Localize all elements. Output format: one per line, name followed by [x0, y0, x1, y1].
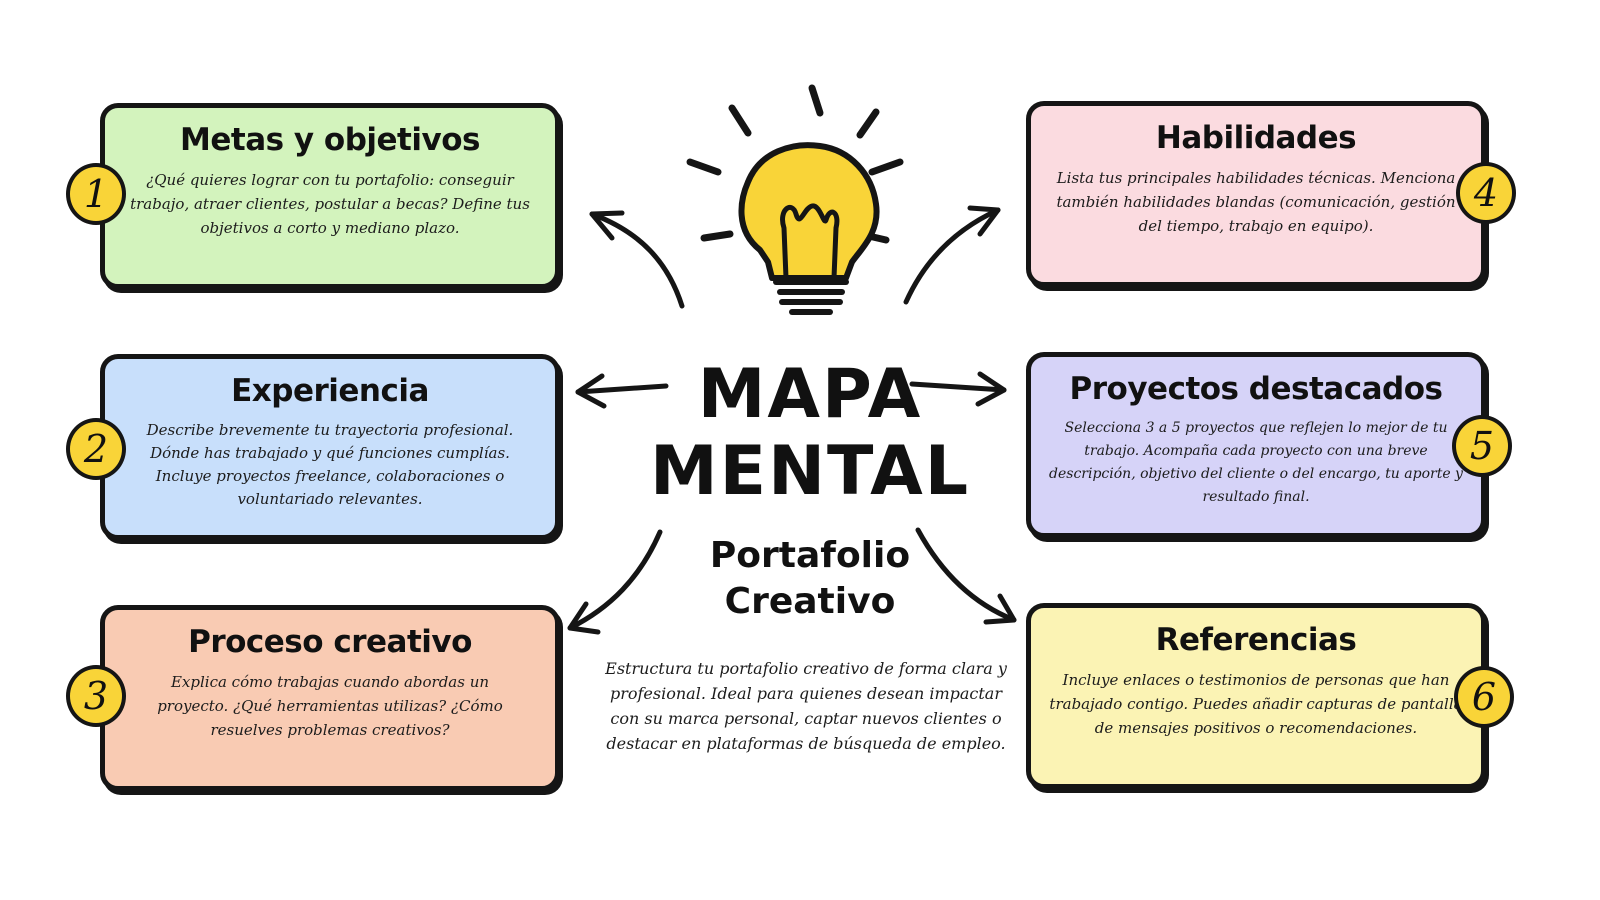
number-badge-1: 1 — [66, 163, 126, 225]
card-text: Describe brevemente tu trayectoria profe… — [146, 421, 514, 508]
number-badge-3: 3 — [66, 665, 126, 727]
card-metas-y-objetivos: Metas y objetivos ¿Qué quieres lograr co… — [100, 103, 560, 289]
subtitle-line-1: Portafolio — [709, 535, 911, 576]
number-badge-5: 5 — [1452, 415, 1512, 477]
card-title: Proceso creativo — [188, 624, 472, 660]
card-title: Habilidades — [1155, 120, 1357, 156]
card-text: Explica cómo trabajas cuando abordas un … — [157, 673, 503, 739]
number-badge-4: 4 — [1456, 162, 1516, 224]
card-title: Proyectos destacados — [1069, 371, 1443, 407]
card-experiencia: Experiencia Describe brevemente tu traye… — [100, 354, 560, 540]
card-proceso-creativo: Proceso creativo Explica cómo trabajas c… — [100, 605, 560, 791]
lightbulb-icon — [686, 84, 904, 315]
card-referencias: Referencias Incluye enlaces o testimonio… — [1026, 603, 1486, 789]
arrow-icon — [567, 205, 1017, 635]
card-title: Referencias — [1155, 622, 1357, 658]
card-text: Lista tus principales habilidades técnic… — [1056, 169, 1456, 235]
card-habilidades: Habilidades Lista tus principales habili… — [1026, 101, 1486, 287]
card-title: Metas y objetivos — [180, 122, 480, 158]
card-title: Experiencia — [231, 373, 429, 409]
card-text: ¿Qué quieres lograr con tu portafolio: c… — [130, 171, 530, 237]
subtitle-line-2: Creativo — [724, 581, 896, 622]
card-proyectos-destacados: Proyectos destacados Selecciona 3 a 5 pr… — [1026, 352, 1486, 538]
main-title-line-1: MAPA — [697, 355, 923, 434]
main-title-line-2: MENTAL — [649, 432, 971, 511]
number-badge-6: 6 — [1454, 666, 1514, 728]
center-description: Estructura tu portafolio creativo de for… — [605, 659, 1007, 753]
number-badge-2: 2 — [66, 418, 126, 480]
card-text: Incluye enlaces o testimonios de persona… — [1049, 671, 1463, 737]
card-text: Selecciona 3 a 5 proyectos que reflejen … — [1049, 420, 1463, 505]
